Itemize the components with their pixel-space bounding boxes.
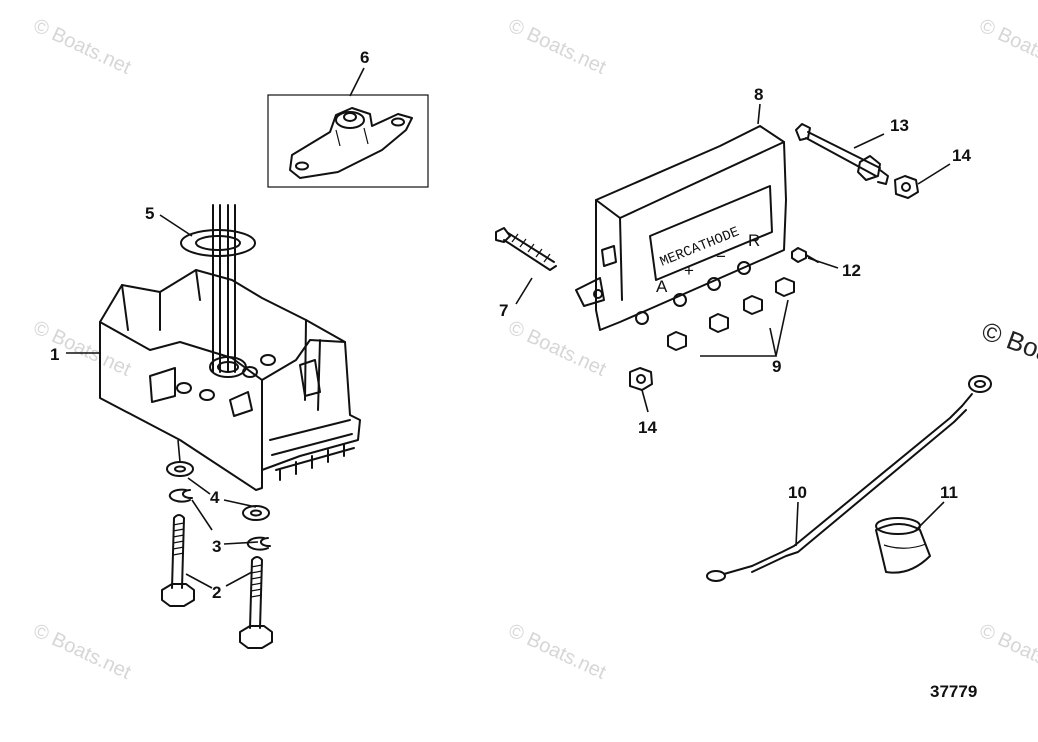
part-1-mounting-base [99,204,361,491]
callout-6: 6 [360,48,369,67]
part-7-screw [495,227,557,271]
part-8-mercathode-controller: MERCATHODE A + − R [575,125,787,331]
callout-14: 14 [952,146,971,165]
terminal-label: + [684,261,694,280]
watermark: © Boats.net [30,15,135,79]
reference-number: 37779 [930,682,977,701]
part-14-nuts [629,175,919,391]
callout-1: 1 [50,345,59,364]
watermark: © Boats.net [976,15,1038,79]
callout-12: 12 [842,261,861,280]
part-5-gasket [180,229,256,257]
callout-5: 5 [145,204,154,223]
part-3-lockwashers [168,488,271,551]
leader-lines [66,67,951,589]
watermark: © Boats.net [505,620,610,684]
callout-3: 3 [212,537,221,556]
watermark: © Boats.net [976,620,1038,684]
part-13-stud [795,123,889,185]
part-11-cap [875,517,931,574]
watermark: © Boats.net [30,620,135,684]
callout-10: 10 [788,483,807,502]
part-9-nuts [667,277,795,351]
terminal-label: A [656,277,668,296]
callout-4: 4 [210,488,220,507]
callout-11: 11 [940,483,958,502]
watermark: © Boats.net [505,15,610,79]
callouts: 6 5 1 4 3 2 7 8 9 12 13 14 14 10 11 [50,48,971,602]
part-2-bolts [161,514,273,649]
callout-13: 13 [890,116,909,135]
terminal-label: R [748,231,760,250]
part-10-ground-wire [706,375,992,582]
callout-9: 9 [772,357,781,376]
terminal-label: − [716,247,726,266]
callout-14: 14 [638,418,657,437]
watermark: © Boats.net [30,317,135,381]
callout-8: 8 [754,85,763,104]
regulator-stamp: MERCATHODE [658,224,742,270]
edge-watermark: © Boa [978,315,1038,368]
part-6-bracket [267,94,429,188]
callout-7: 7 [499,301,508,320]
watermark: © Boats.net [505,317,610,381]
callout-2: 2 [212,583,221,602]
